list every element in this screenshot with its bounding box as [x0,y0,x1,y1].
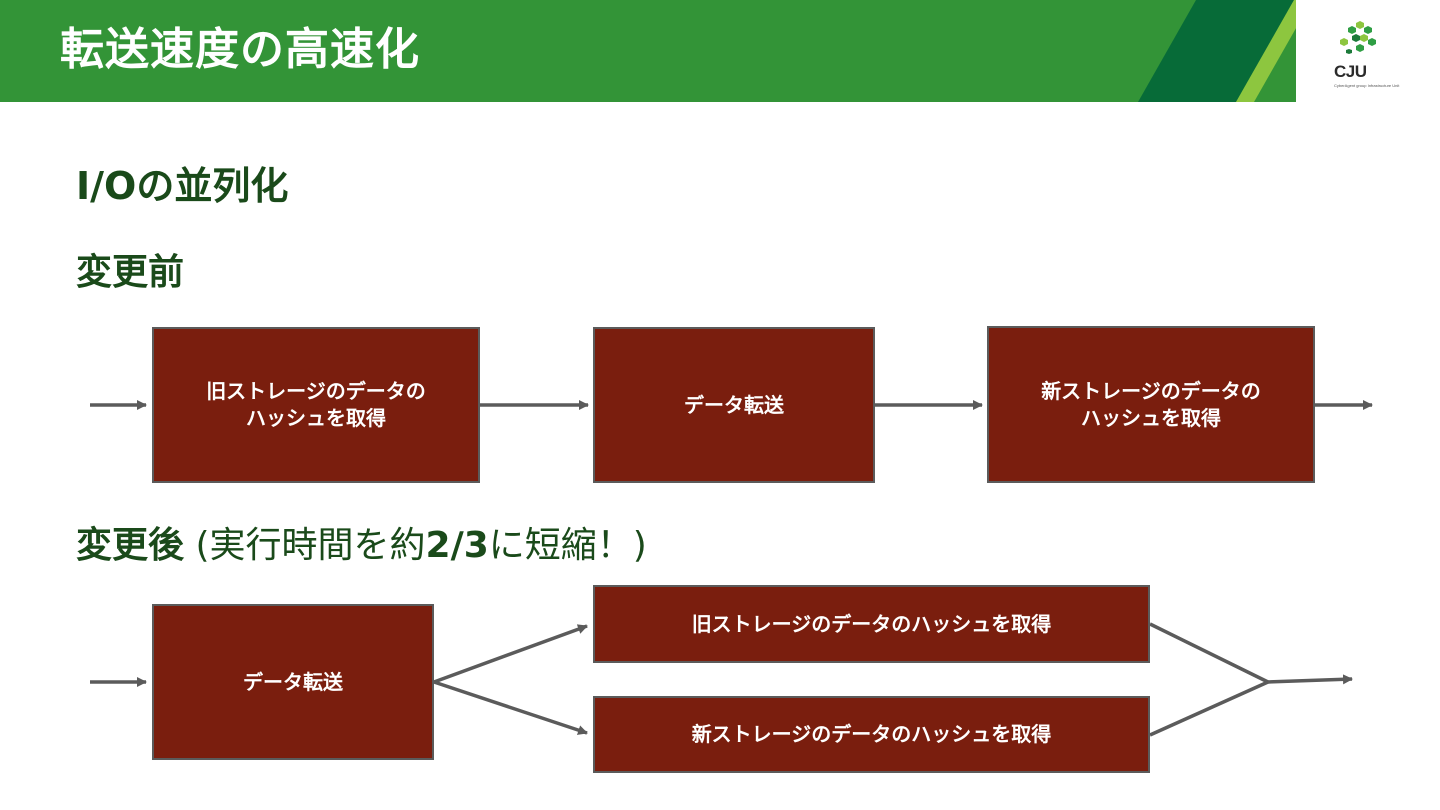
after-merge-up [1149,622,1269,684]
section-title: I/Oの並列化 [76,164,289,208]
logo-subtext: CyberAgent group Infrastructure Unit [1334,83,1400,88]
before-box-transfer: データ転送 [593,327,875,483]
logo-text: CJU [1334,62,1367,81]
after-label: 変更後 [76,525,185,566]
after-arrow-fork-down [433,680,588,735]
before-label: 変更前 [76,252,185,293]
after-note-prefix: (実行時間を約 [184,525,426,566]
after-note-suffix: に短縮！) [488,525,647,566]
after-box-transfer: データ転送 [152,604,434,760]
after-arrow-fork-up [433,624,588,684]
after-arrow-out [1267,674,1353,685]
cju-logo-icon [1340,21,1376,54]
page-title: 転送速度の高速化 [60,24,420,75]
after-merge-down [1149,680,1269,737]
header-decoration [1138,0,1312,102]
after-box-new-hash: 新ストレージのデータのハッシュを取得 [593,696,1150,773]
before-box-old-hash: 旧ストレージのデータの ハッシュを取得 [152,327,480,483]
after-heading: 変更後 (実行時間を約2/3に短縮！) [76,523,647,569]
logo-area [1296,0,1440,102]
after-box-old-hash: 旧ストレージのデータのハッシュを取得 [593,585,1150,663]
before-box-new-hash: 新ストレージのデータの ハッシュを取得 [987,326,1315,483]
after-note-emphasis: 2/3 [425,525,489,566]
